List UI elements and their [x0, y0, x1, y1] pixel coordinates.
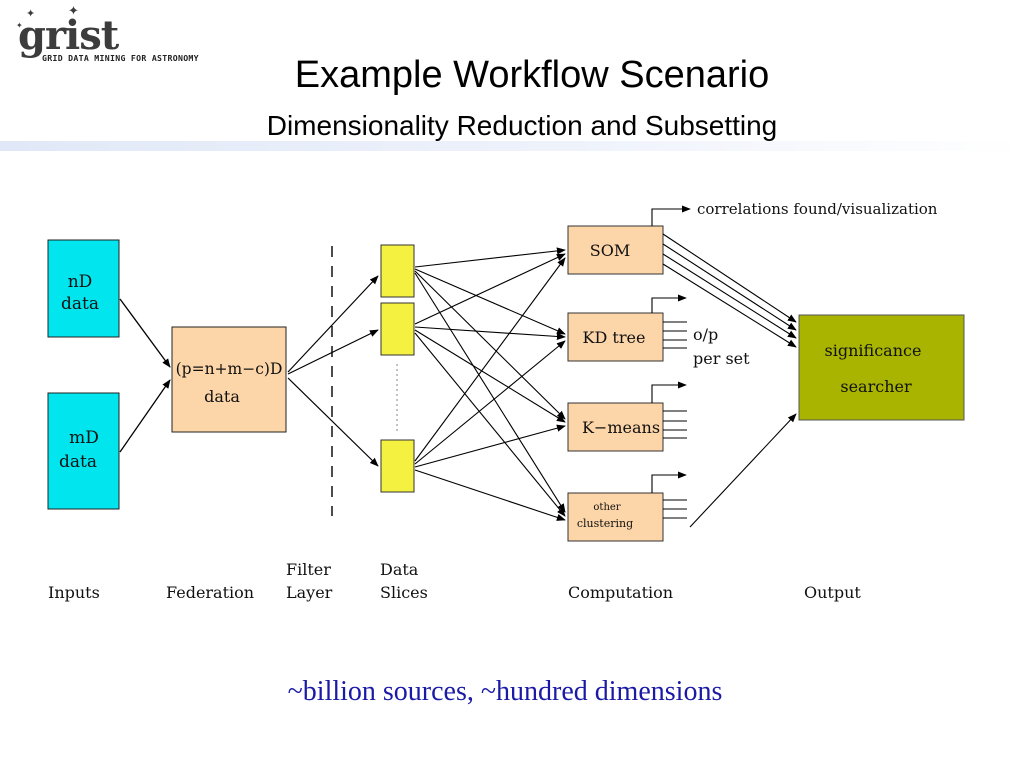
stage-label-filter-2: Layer — [286, 583, 333, 602]
star-icon: ✦ — [68, 4, 79, 19]
arrow-federation-to-slice-1 — [287, 275, 379, 373]
arrow-kmeans-output — [651, 381, 687, 403]
stage-label-computation: Computation — [568, 583, 673, 602]
som-box — [567, 225, 664, 275]
input-md-label-2: data — [59, 452, 97, 472]
significance-searcher-box — [798, 314, 965, 421]
arrow-kdtree-output — [651, 294, 687, 313]
op-note-1: o/p — [693, 325, 718, 344]
arrow-s1-kmeans — [414, 270, 566, 420]
other-clustering-label-2: clustering — [577, 517, 633, 530]
data-slice-3 — [380, 439, 415, 493]
federation-box — [171, 326, 287, 433]
arrow-federation-to-slice-3 — [287, 377, 379, 467]
arrow-s3-som — [414, 257, 566, 462]
stage-label-slices-1: Data — [380, 560, 419, 579]
logo-tagline: GRID DATA MINING FOR ASTRONOMY — [42, 53, 199, 63]
arrow-s3-kmeans — [414, 424, 566, 468]
footer-caption: ~billion sources, ~hundred dimensions — [287, 676, 723, 707]
slice-to-computation-arrows — [414, 247, 566, 521]
star-icon: ✦ — [16, 21, 23, 30]
arrow-s1-som — [414, 247, 566, 268]
correlations-note: correlations found/visualization — [697, 200, 938, 218]
logo-wordmark: grist — [18, 12, 119, 59]
input-nd-label-1: nD — [68, 272, 93, 292]
page-subtitle: Dimensionality Reduction and Subsetting — [266, 110, 778, 141]
other-clustering-box — [567, 492, 664, 542]
arrow-s2-other — [414, 332, 566, 517]
kdtree-box — [567, 312, 664, 362]
arrow-md-to-federation — [119, 379, 171, 453]
star-icon: ✦ — [26, 7, 36, 20]
arrow-som-out-2 — [662, 243, 797, 331]
arrow-som-correlations — [651, 205, 691, 226]
arrow-som-out-3 — [662, 253, 797, 339]
arrow-som-out-1 — [662, 233, 797, 323]
arrow-federation-to-slice-2 — [287, 329, 379, 375]
arrow-s3-other — [414, 469, 566, 521]
header-band — [0, 141, 1024, 151]
stage-label-federation: Federation — [166, 583, 254, 602]
op-note-2: per set — [693, 349, 750, 368]
arrow-s2-som — [414, 253, 566, 325]
output-stub-lines — [663, 321, 687, 519]
arrow-s3-kdtree — [414, 340, 566, 465]
input-md-label-1: mD — [69, 428, 99, 448]
stage-label-filter-1: Filter — [286, 560, 331, 579]
arrow-s2-kdtree — [414, 326, 566, 341]
arrow-s1-kdtree — [414, 268, 566, 335]
input-nd-label-2: data — [61, 294, 99, 314]
arrow-nd-to-federation — [119, 298, 171, 368]
stage-label-slices-2: Slices — [380, 583, 428, 602]
federation-label-1: (p=n+m−c)D — [176, 360, 283, 378]
stage-label-inputs: Inputs — [48, 583, 100, 602]
kmeans-label: K−means — [582, 418, 660, 437]
grist-logo: ✦ ✦ ✦ grist GRID DATA MINING FOR ASTRONO… — [16, 4, 236, 68]
input-box-nd — [47, 239, 120, 338]
som-label: SOM — [590, 241, 630, 260]
other-clustering-label-1: other — [593, 502, 620, 513]
data-slice-2 — [380, 302, 415, 356]
side-output-arrows — [651, 205, 691, 493]
arrow-som-out-4 — [662, 263, 797, 348]
data-slice-1 — [380, 244, 415, 298]
arrow-s1-other — [414, 272, 566, 513]
output-label-2: searcher — [840, 377, 912, 396]
kmeans-box — [567, 402, 664, 452]
kdtree-label: KD tree — [583, 328, 646, 347]
page-title: Example Workflow Scenario — [294, 54, 770, 96]
arrow-other-output — [651, 471, 687, 493]
federation-label-2: data — [204, 387, 240, 406]
arrow-s2-kmeans — [414, 329, 566, 423]
computation-to-output-arrows — [662, 233, 797, 528]
stage-label-output: Output — [804, 583, 861, 602]
output-label-1: significance — [825, 341, 922, 360]
input-box-md — [47, 392, 120, 510]
arrow-other-out — [689, 413, 797, 528]
